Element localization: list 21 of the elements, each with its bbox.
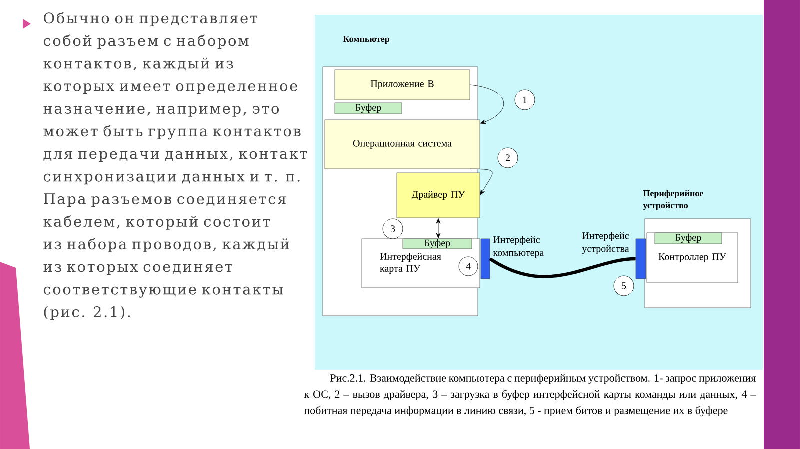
callout-number: 5 — [614, 276, 634, 296]
buffer-box: Буфер — [654, 232, 722, 244]
slide-text: Обычно он представляет собой разъем с набором контактов, каждый из которых имеет определенное назначение, например, это может быть группа контактов для передачи данных, контакт синхронизации данных и т. п. Пара разъемов соединяется кабелем, который состоит из набора проводов, каждый из которых соединяет соответствующие контакты (рис. 2.1). — [44, 12, 308, 320]
arrow — [470, 84, 504, 124]
callout-number: 2 — [498, 148, 518, 168]
os-box: Операционная система — [324, 120, 480, 170]
arrow — [436, 218, 441, 238]
cable — [489, 257, 636, 278]
buffer-box: Буфер — [402, 238, 472, 250]
box-heading: Компьютер — [343, 36, 390, 44]
box-heading: Периферийное устройство — [643, 190, 704, 210]
callout-number: 4 — [458, 256, 478, 276]
buffer-box: Буфер — [334, 102, 402, 114]
port-label: Интерфейс устройства — [582, 232, 630, 254]
callout-number: 1 — [514, 90, 536, 110]
callout-number: 3 — [382, 218, 404, 240]
port-label: Интерфейс компьютера — [493, 236, 544, 258]
arrow — [470, 169, 493, 196]
application-box: Приложение В — [334, 70, 470, 100]
driver-box: Драйвер ПУ — [396, 172, 480, 218]
figure-caption: Рис.2.1. Взаимодействие компьютера с периферийным устройством. 1- запрос приложения к ОС, 2 – вызов драйвера, 3 – загрузка в буфер интерфейсной карты команды или данных, 4 – побитная передача информации в линию связи, 5 - прием битов и размещение их в буфере — [304, 374, 756, 417]
